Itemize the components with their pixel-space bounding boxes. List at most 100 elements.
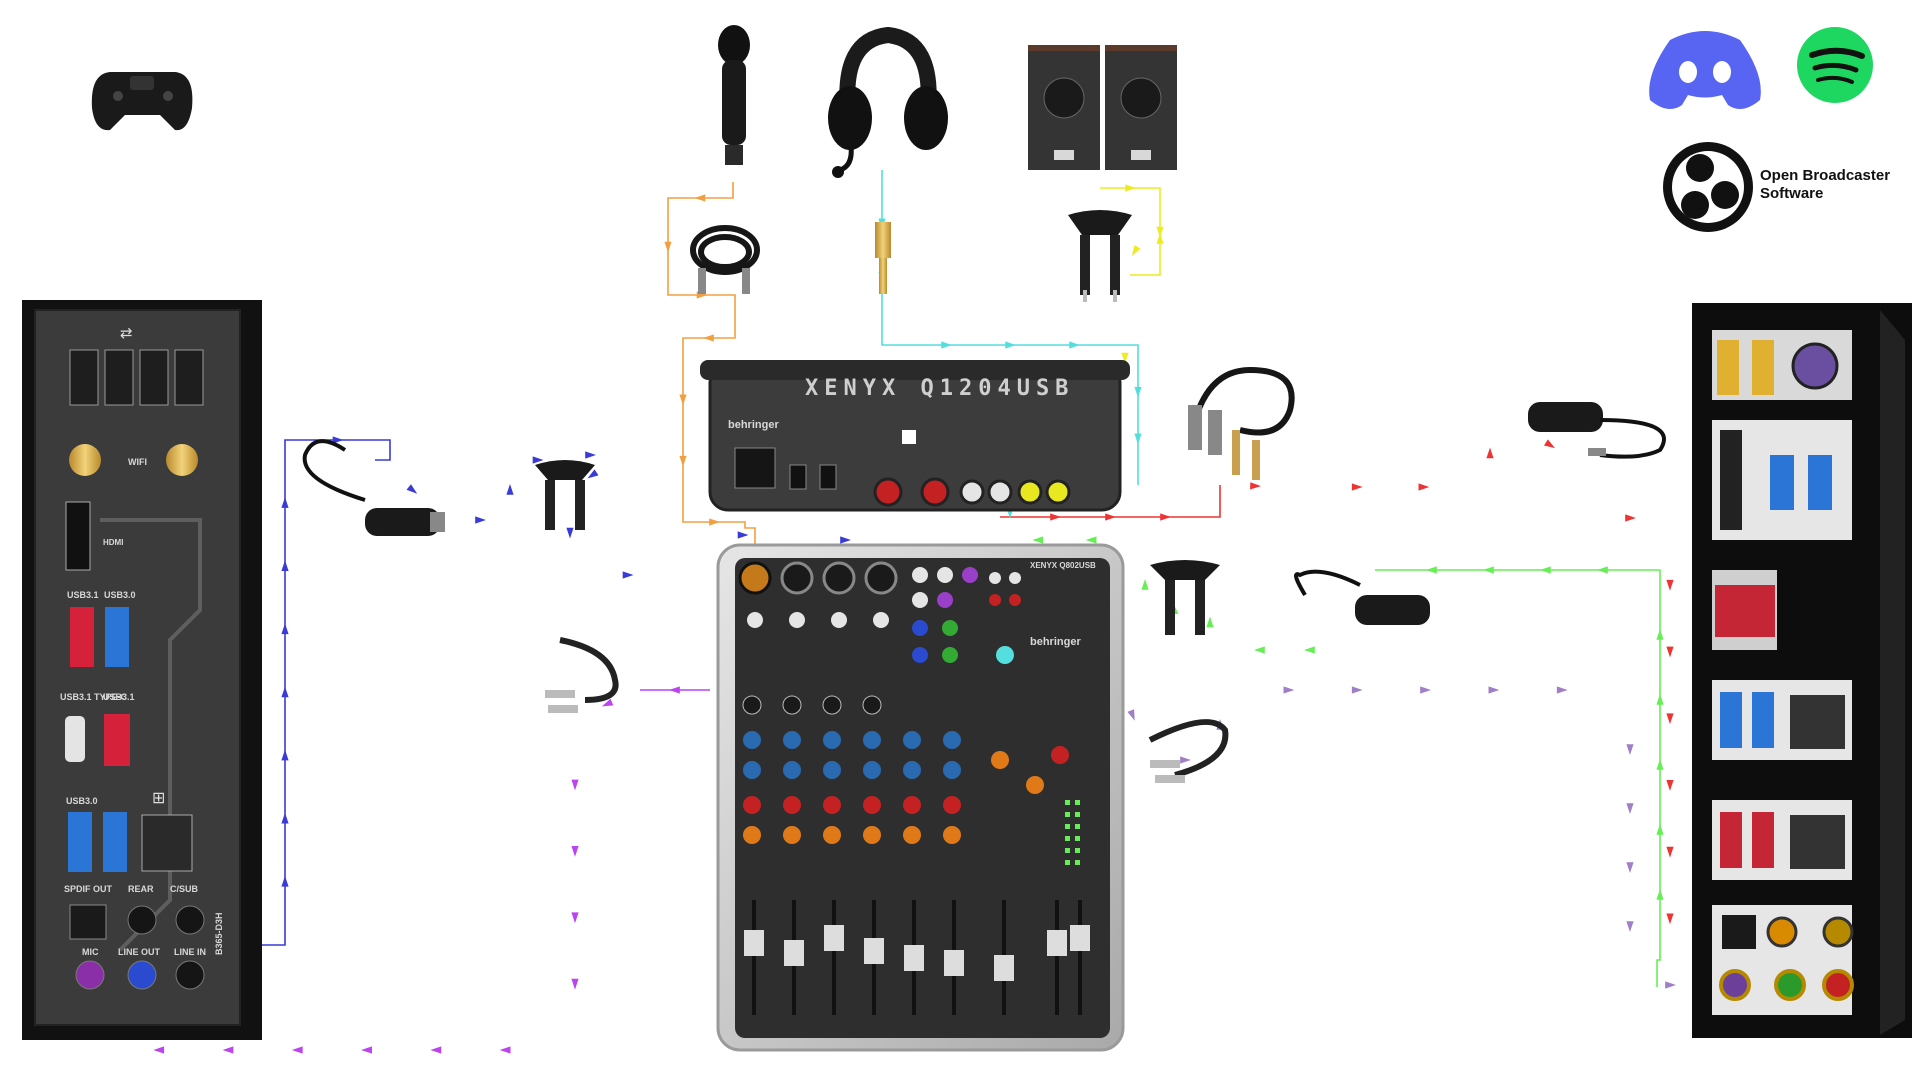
xlr-inputs (738, 561, 898, 595)
route-arrow (1656, 889, 1664, 900)
aux-cable-right (1148, 719, 1229, 783)
spdif-port (69, 904, 107, 940)
route-arrow (532, 456, 544, 464)
power-inlet (734, 447, 776, 489)
route-arrow (1105, 513, 1116, 521)
usb30-b-port-2 (103, 812, 127, 872)
route-arrow (1540, 566, 1551, 574)
wifi-antenna-right (166, 444, 198, 476)
spdif-label: SPDIF OUT (64, 884, 113, 894)
main-out-left (873, 477, 903, 507)
faders (744, 900, 1090, 1015)
route-arrow (1121, 352, 1129, 364)
route-arrow (601, 698, 614, 707)
route-arrow (222, 1046, 234, 1054)
route-arrow (703, 334, 714, 342)
q1204-title: XENYX Q1204USB (805, 376, 1074, 401)
usb30-b-label: USB3.0 (66, 796, 98, 806)
route-arrow (1069, 341, 1080, 349)
route-arrow (709, 518, 720, 526)
route-arrow (281, 749, 289, 761)
route-arrow (1626, 744, 1634, 755)
right-usb-blue-1 (1770, 455, 1794, 510)
xenyx-q1204usb-mixer: XENYX Q1204USB behringer (700, 360, 1130, 512)
y-splitter-right (1150, 560, 1220, 635)
wifi-antenna-left (69, 444, 101, 476)
usb-yellow-port-2 (1752, 340, 1774, 395)
usb30-b-port-1 (68, 812, 92, 872)
route-arrow (1156, 226, 1164, 238)
route-arrow (566, 527, 574, 539)
route-arrow (1626, 921, 1634, 932)
route-arrow (281, 686, 289, 698)
route-arrow (1418, 483, 1430, 491)
gamepad-icon (91, 72, 193, 131)
control-room-left (1017, 479, 1043, 505)
right-usb-blue-3 (1720, 692, 1742, 748)
q802-brand: behringer (1030, 636, 1081, 648)
main-out-right (920, 477, 950, 507)
hdmi-port (65, 501, 91, 571)
route-arrow (571, 845, 579, 857)
obs-label-line1: Open Broadcaster (1760, 167, 1890, 184)
mic-jack (75, 960, 105, 990)
right-mic-jack (1719, 969, 1751, 1001)
usb31-b-label: USB3.1 (103, 692, 135, 702)
route-arrow (1160, 513, 1171, 521)
right-usb-blue-2 (1808, 455, 1832, 510)
route-arrow (1488, 686, 1500, 694)
route-arrow (1486, 447, 1494, 459)
line-in-jack (175, 960, 205, 990)
usb31-red-port (70, 607, 94, 667)
ethernet-port (141, 814, 193, 872)
ps2-port (1791, 342, 1839, 390)
right-ethernet-2 (1790, 815, 1845, 869)
left-motherboard-io: ⇄ WIFI HDMI USB3.1 USB3.0 USB3.1 TYPE-C … (22, 300, 262, 1040)
route-arrow (1666, 780, 1674, 791)
route-arrow (1656, 759, 1664, 770)
route-arrow (1626, 803, 1634, 814)
route-arrow (1666, 646, 1674, 658)
aux-cable-left (545, 637, 619, 713)
route-arrow (281, 623, 289, 635)
route-arrow (281, 812, 289, 824)
route-arrow (1180, 756, 1191, 764)
red-route (1000, 485, 1221, 518)
alt-out-right (987, 479, 1013, 505)
right-usb-red-2 (1752, 812, 1774, 868)
route-arrow (694, 194, 706, 202)
route-arrow (1131, 245, 1141, 257)
route-arrow (1085, 536, 1097, 544)
right-usb-red-1 (1720, 812, 1742, 868)
control-room-right (1045, 479, 1071, 505)
board-model-label: B365-D3H (214, 912, 224, 955)
route-arrow (1666, 579, 1674, 591)
route-arrow (499, 1046, 511, 1054)
xlr-to-trs-cable-icon (1188, 366, 1295, 480)
route-arrow (1125, 184, 1136, 192)
route-arrow (281, 875, 289, 887)
wifi-label: WIFI (128, 457, 147, 467)
route-arrow (571, 912, 579, 924)
route-arrow (941, 341, 952, 349)
route-arrow (1127, 709, 1135, 721)
route-arrow (1254, 646, 1265, 654)
usb31-label: USB3.1 (67, 590, 99, 600)
y-splitter-left (535, 460, 595, 530)
right-line-out-jack (1774, 969, 1806, 1001)
xenyx-q802usb-mixer: XENYX Q802USB behringer (716, 543, 1125, 1052)
route-arrow (664, 241, 672, 253)
route-arrow (587, 469, 599, 479)
left-usb-ports-top (69, 349, 204, 406)
usb31-b-port (104, 714, 130, 766)
route-arrow (1656, 824, 1664, 835)
route-arrow (1304, 646, 1315, 654)
q802-title: XENYX Q802USB (1030, 561, 1096, 570)
alt-out-left (959, 479, 985, 505)
route-arrow (1426, 566, 1437, 574)
route-arrow (1666, 913, 1674, 925)
rear-label: REAR (128, 884, 154, 894)
obs-icon (1663, 142, 1753, 232)
route-arrow (430, 1046, 442, 1054)
usb-typec-label: USB3.1 TYPE-C (60, 692, 128, 702)
